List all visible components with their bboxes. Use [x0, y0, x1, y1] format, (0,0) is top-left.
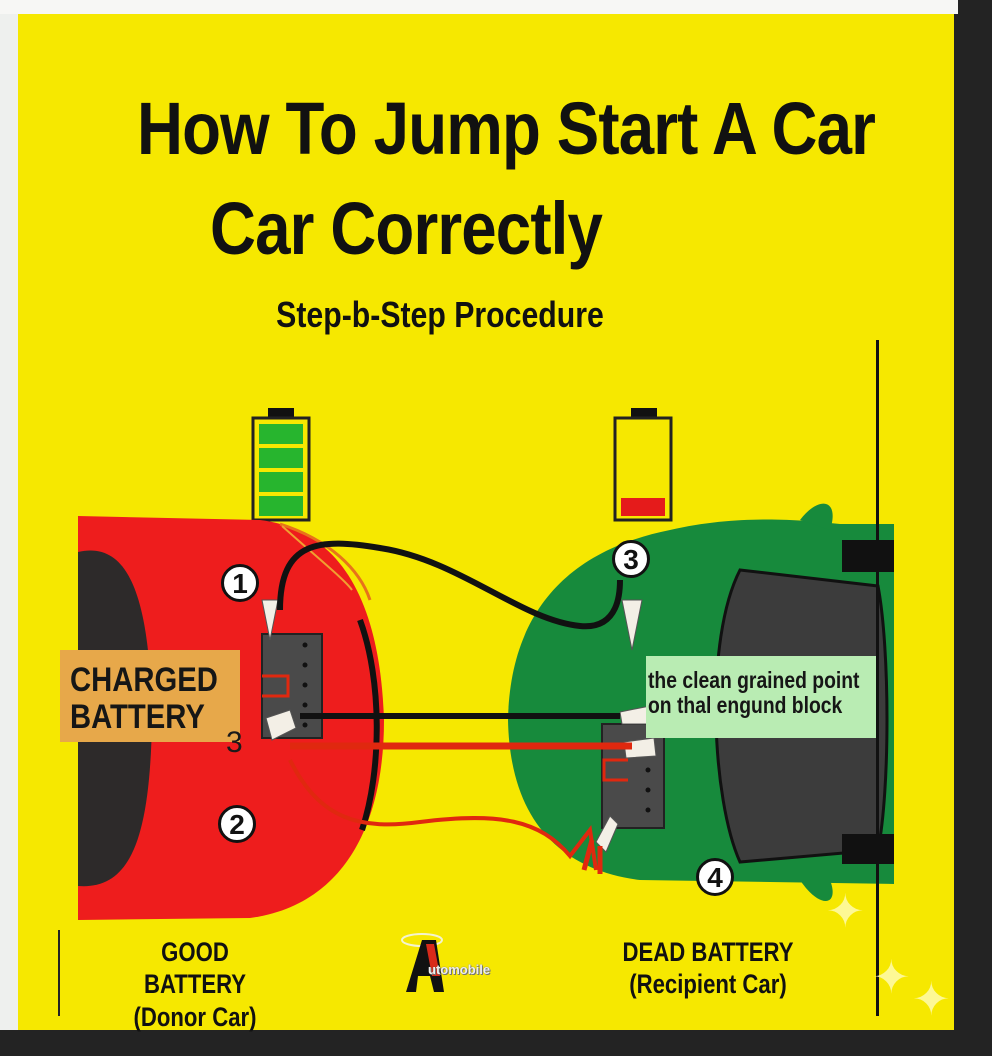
- logo-a-icon: [401, 933, 444, 992]
- battery-full-icon: [251, 408, 311, 522]
- right-divider-line: [876, 340, 879, 1016]
- automobile-logo: utomobile: [388, 922, 518, 1002]
- jumper-cables: [277, 540, 632, 874]
- step-badge-3: 3: [612, 540, 650, 578]
- recipient-label-line-1: DEAD BATTERY: [622, 937, 794, 967]
- top-white-strip: [0, 0, 958, 14]
- title-line-2: Car Correctly: [209, 187, 603, 270]
- recipient-label-line-2: (Recipient Car): [629, 969, 787, 1000]
- battery-low-icon: [613, 408, 673, 522]
- recipient-car-label: DEAD BATTERY (Recipient Car): [598, 936, 818, 1001]
- ground-point-note: the clean grained point on thal engund b…: [646, 656, 876, 738]
- ground-note-line-1: the clean grained point: [648, 667, 860, 693]
- charged-label-line-1: CHARGED: [70, 661, 218, 699]
- left-divider-line: [58, 930, 60, 1016]
- sparkle-icon: ✦: [872, 951, 911, 1003]
- donor-label-line-2: (Donor Car): [133, 1001, 257, 1032]
- logo-text: utomobile: [428, 962, 491, 977]
- ground-note-line-2: on thal engund block: [648, 692, 843, 719]
- sparkle-icon: ✦: [826, 885, 865, 937]
- subtitle: Step-b-Step Procedure: [276, 294, 604, 335]
- stray-number-label: 3: [226, 726, 243, 759]
- step-badge-2: 2: [218, 805, 256, 843]
- title-line-1: How To Jump Start A Car: [136, 87, 876, 170]
- step-badge-4: 4: [696, 858, 734, 896]
- charged-battery-label: CHARGED BATTERY: [60, 650, 240, 742]
- donor-car-label: GOOD BATTERY (Donor Car): [90, 936, 300, 1033]
- sparkle-icon: ✦: [912, 973, 951, 1025]
- charged-label-line-2: BATTERY: [70, 698, 205, 737]
- left-margin-strip: [0, 14, 18, 1030]
- donor-label-line-1: GOOD BATTERY: [143, 937, 247, 1000]
- step-badge-1: 1: [221, 564, 259, 602]
